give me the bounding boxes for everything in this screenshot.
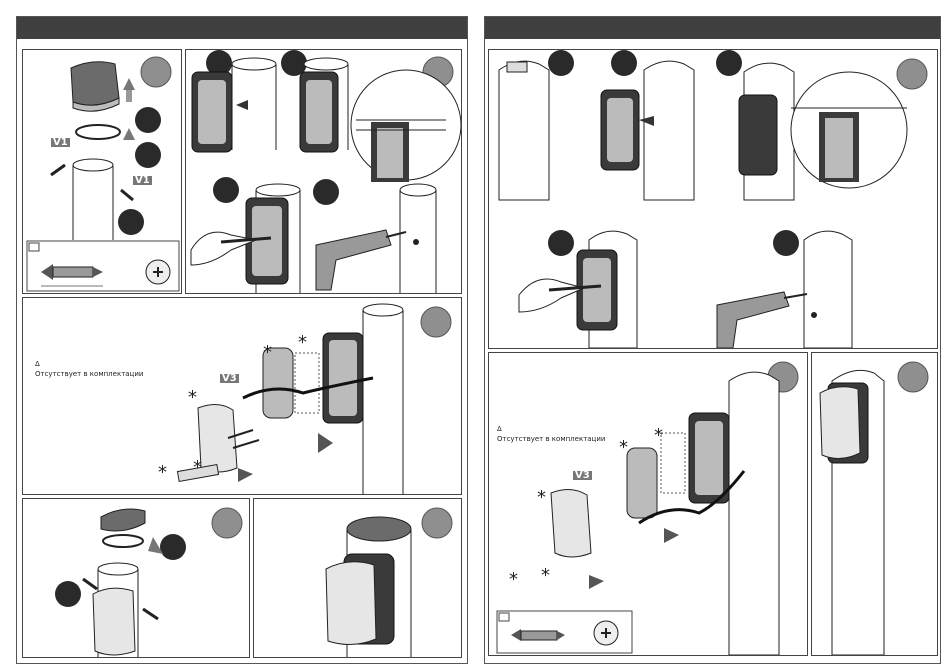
step-circle-c (716, 50, 742, 76)
asterisk-3: * (537, 493, 546, 502)
asterisk-4: * (509, 575, 518, 584)
asterisk-5: * (541, 571, 550, 580)
asterisk-1: * (619, 443, 628, 452)
arrow-up-icon-2 (123, 128, 135, 140)
arrow-in-icon-2 (143, 609, 158, 619)
step-circle-main (897, 59, 927, 89)
top-cap-shape (347, 517, 411, 541)
step-circle-d (548, 230, 574, 256)
left-page-header-bar (17, 17, 467, 39)
cap-removal-illustration (23, 50, 181, 293)
left-page: V1 V1 (16, 16, 468, 664)
step-circle-main (141, 57, 171, 87)
step-circle-a (548, 50, 574, 76)
gasket-outline (661, 433, 685, 493)
v3-label: V3 (220, 374, 239, 383)
panel-cap-fit (22, 498, 250, 658)
step-circle-2 (135, 142, 161, 168)
asterisk-5: * (193, 463, 202, 472)
screw-icon (521, 631, 557, 640)
square-post-mounting-illustration (489, 50, 937, 348)
cover-housing (551, 489, 591, 557)
v1-label-b: V1 (133, 176, 152, 185)
arrow-in-icon (83, 579, 97, 589)
delta-symbol: Δ (35, 360, 40, 369)
panel-square-post-finished (811, 352, 938, 656)
drill-icon (717, 292, 789, 348)
step-circle-main (422, 508, 452, 538)
screw-icon (53, 267, 93, 277)
delta-symbol: Δ (497, 425, 502, 434)
panel-exploded-assembly: Δ Отсутствует в комплектации V3 * * * * … (22, 297, 462, 495)
arrow-up-icon (123, 78, 135, 90)
v1-label-a: V1 (51, 138, 70, 147)
bracket-install-illustration (186, 50, 461, 293)
step-circle-2 (55, 581, 81, 607)
step-circle-main (898, 362, 928, 392)
electrical-module (627, 448, 657, 518)
asterisk-2: * (298, 338, 307, 347)
asterisk-2: * (654, 431, 663, 440)
step-circle-e (773, 230, 799, 256)
cover-housing (198, 404, 237, 472)
cap-fit-illustration (23, 499, 249, 657)
panel-finished-unit (253, 498, 462, 658)
square-post (729, 372, 779, 655)
step-circle-c (213, 177, 239, 203)
step-circle-3 (118, 209, 144, 235)
step-circle-b (281, 50, 307, 76)
asterisk-4: * (158, 468, 167, 477)
drill-icon (316, 230, 391, 290)
v3-label: V3 (573, 471, 592, 480)
right-page-header-bar (485, 17, 940, 39)
step-circle-d (313, 179, 339, 205)
exploded-assembly-illustration (23, 298, 461, 494)
arrow-right-icon (121, 190, 133, 200)
step-circle-b (611, 50, 637, 76)
not-included-note: Отсутствует в комплектации (497, 435, 605, 444)
square-post-finished-illustration (812, 353, 937, 655)
finished-unit-illustration (254, 499, 461, 657)
step-circle-main (212, 508, 242, 538)
cover-housing (820, 387, 860, 459)
square-post-1 (499, 61, 549, 200)
square-post-2 (644, 61, 694, 200)
cover-housing (326, 562, 376, 645)
panel-square-post-mounting (488, 49, 938, 349)
step-circle-1 (135, 107, 161, 133)
seal-ring (103, 535, 143, 547)
panel-bracket-install (185, 49, 462, 294)
step-circle-1 (160, 534, 186, 560)
gasket-outline (295, 353, 319, 413)
right-page: Δ Отсутствует в комплектации V3 * * * * … (484, 16, 941, 664)
hand-with-screwdriver-icon (519, 279, 584, 312)
top-cap-shape (71, 62, 119, 105)
seal-ring (76, 125, 120, 139)
asterisk-1: * (263, 348, 272, 357)
panel-square-post-exploded: Δ Отсутствует в комплектации V3 * * * * … (488, 352, 808, 656)
panel-cap-removal: V1 V1 (22, 49, 182, 294)
asterisk-3: * (188, 393, 197, 402)
not-included-note: Отсутствует в комплектации (35, 370, 143, 379)
top-cap-shape (101, 509, 145, 531)
step-circle-main (421, 307, 451, 337)
cover-housing (93, 588, 135, 655)
arrow-left-icon (51, 165, 65, 175)
